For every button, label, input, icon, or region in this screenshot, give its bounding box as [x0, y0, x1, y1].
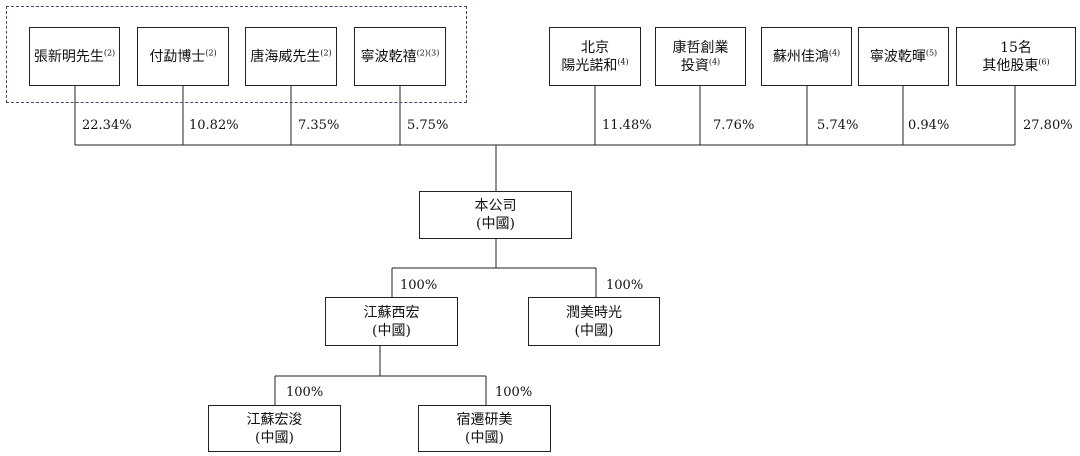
pct-zhang: 22.34%: [82, 118, 132, 133]
pct-others: 27.80%: [1023, 118, 1073, 133]
shareholder-others: 15名 其他股東(6): [956, 27, 1076, 86]
jiangsu-xihong-box: 江蘇西宏 (中國): [325, 297, 458, 346]
pct-fu: 10.82%: [189, 118, 239, 133]
pct-ningbo-qianhui: 0.94%: [908, 118, 950, 133]
pct-beijing: 11.48%: [602, 118, 652, 133]
shareholder-beijing-yangguang: 北京 陽光諾和(4): [549, 27, 641, 86]
shareholder-tang: 唐海威先生(2): [245, 27, 337, 86]
pct-jiangsu-xihong: 100%: [400, 278, 438, 293]
suqian-yanmei-box: 宿遷研美 (中國): [418, 405, 551, 452]
runmei-box: 潤美時光 (中國): [528, 297, 660, 346]
shareholder-kangzhe: 康哲創業 投資(4): [655, 27, 746, 86]
pct-ningbo-qianxi: 5.75%: [407, 118, 449, 133]
concert-party-group: [6, 6, 467, 103]
pct-jiangsu-hongjun: 100%: [286, 385, 324, 400]
shareholder-zhang: 張新明先生(2): [29, 27, 120, 86]
company-box: 本公司 (中國): [419, 191, 572, 239]
pct-kangzhe: 7.76%: [713, 118, 755, 133]
jiangsu-hongjun-box: 江蘇宏浚 (中國): [208, 405, 341, 452]
pct-suqian-yanmei: 100%: [495, 385, 533, 400]
pct-runmei: 100%: [606, 278, 644, 293]
shareholder-suzhou: 蘇州佳鴻(4): [761, 27, 852, 86]
shareholder-fu: 付勐博士(2): [137, 27, 229, 86]
shareholder-ningbo-qianxi: 寧波乾禧(2)(3): [354, 27, 446, 86]
pct-suzhou: 5.74%: [817, 118, 859, 133]
pct-tang: 7.35%: [298, 118, 340, 133]
shareholder-ningbo-qianhui: 寧波乾暉(5): [858, 27, 949, 86]
